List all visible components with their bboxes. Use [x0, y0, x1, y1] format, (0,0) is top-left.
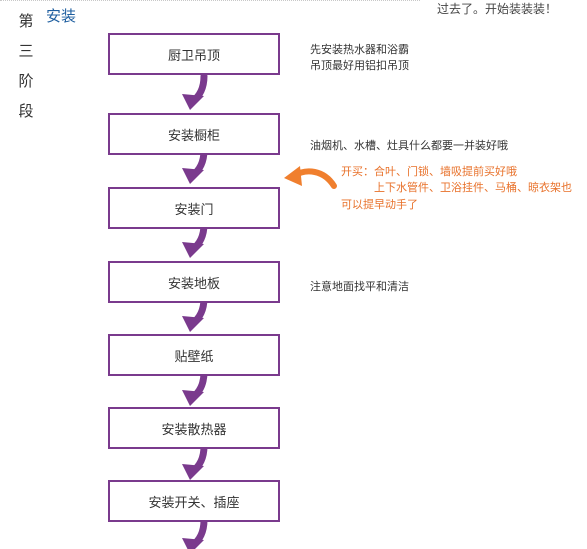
step-cabinet: 安装橱柜 [108, 113, 280, 155]
flow-arrow [182, 150, 204, 184]
step-ceiling: 厨卫吊顶 [108, 33, 280, 75]
note-ceiling-line1: 先安装热水器和浴霸 [310, 43, 409, 56]
note-ceiling: 先安装热水器和浴霸 吊顶最好用铝扣吊顶 [310, 42, 409, 74]
flow-arrow [182, 520, 204, 549]
flow-arrow [182, 224, 204, 258]
top-dotted-divider [0, 0, 420, 1]
step-switch-socket: 安装开关、插座 [108, 480, 280, 522]
stage-char: 阶 [18, 72, 34, 90]
tip-line2: 上下水管件、卫浴挂件、马桶、晾衣架也 [374, 181, 572, 194]
stage-char: 第 [18, 12, 34, 30]
stage-char: 段 [18, 102, 34, 120]
stage-title: 安装 [46, 7, 77, 25]
note-ceiling-line2: 吊顶最好用铝扣吊顶 [310, 59, 409, 72]
step-radiator: 安装散热器 [108, 407, 280, 449]
flow-arrow [182, 298, 204, 332]
top-note: 过去了。开始装装装！ [437, 2, 558, 16]
stage-vertical-label: 第 三 阶 段 [14, 6, 38, 126]
step-door: 安装门 [108, 187, 280, 229]
tip-line3: 可以提早动手了 [341, 198, 418, 211]
tip-line1: 开买：合叶、门锁、墙吸提前买好哦 [341, 165, 517, 178]
flow-arrow [182, 446, 204, 480]
note-floor: 注意地面找平和清洁 [310, 280, 409, 293]
flow-arrow [182, 76, 204, 110]
step-wallpaper: 贴壁纸 [108, 334, 280, 376]
note-cabinet: 油烟机、水槽、灶具什么都要一并装好哦 [310, 139, 508, 152]
stage-char: 三 [18, 42, 34, 60]
tip-arrow-icon [284, 166, 337, 189]
step-floor: 安装地板 [108, 261, 280, 303]
flow-arrow [182, 372, 204, 406]
